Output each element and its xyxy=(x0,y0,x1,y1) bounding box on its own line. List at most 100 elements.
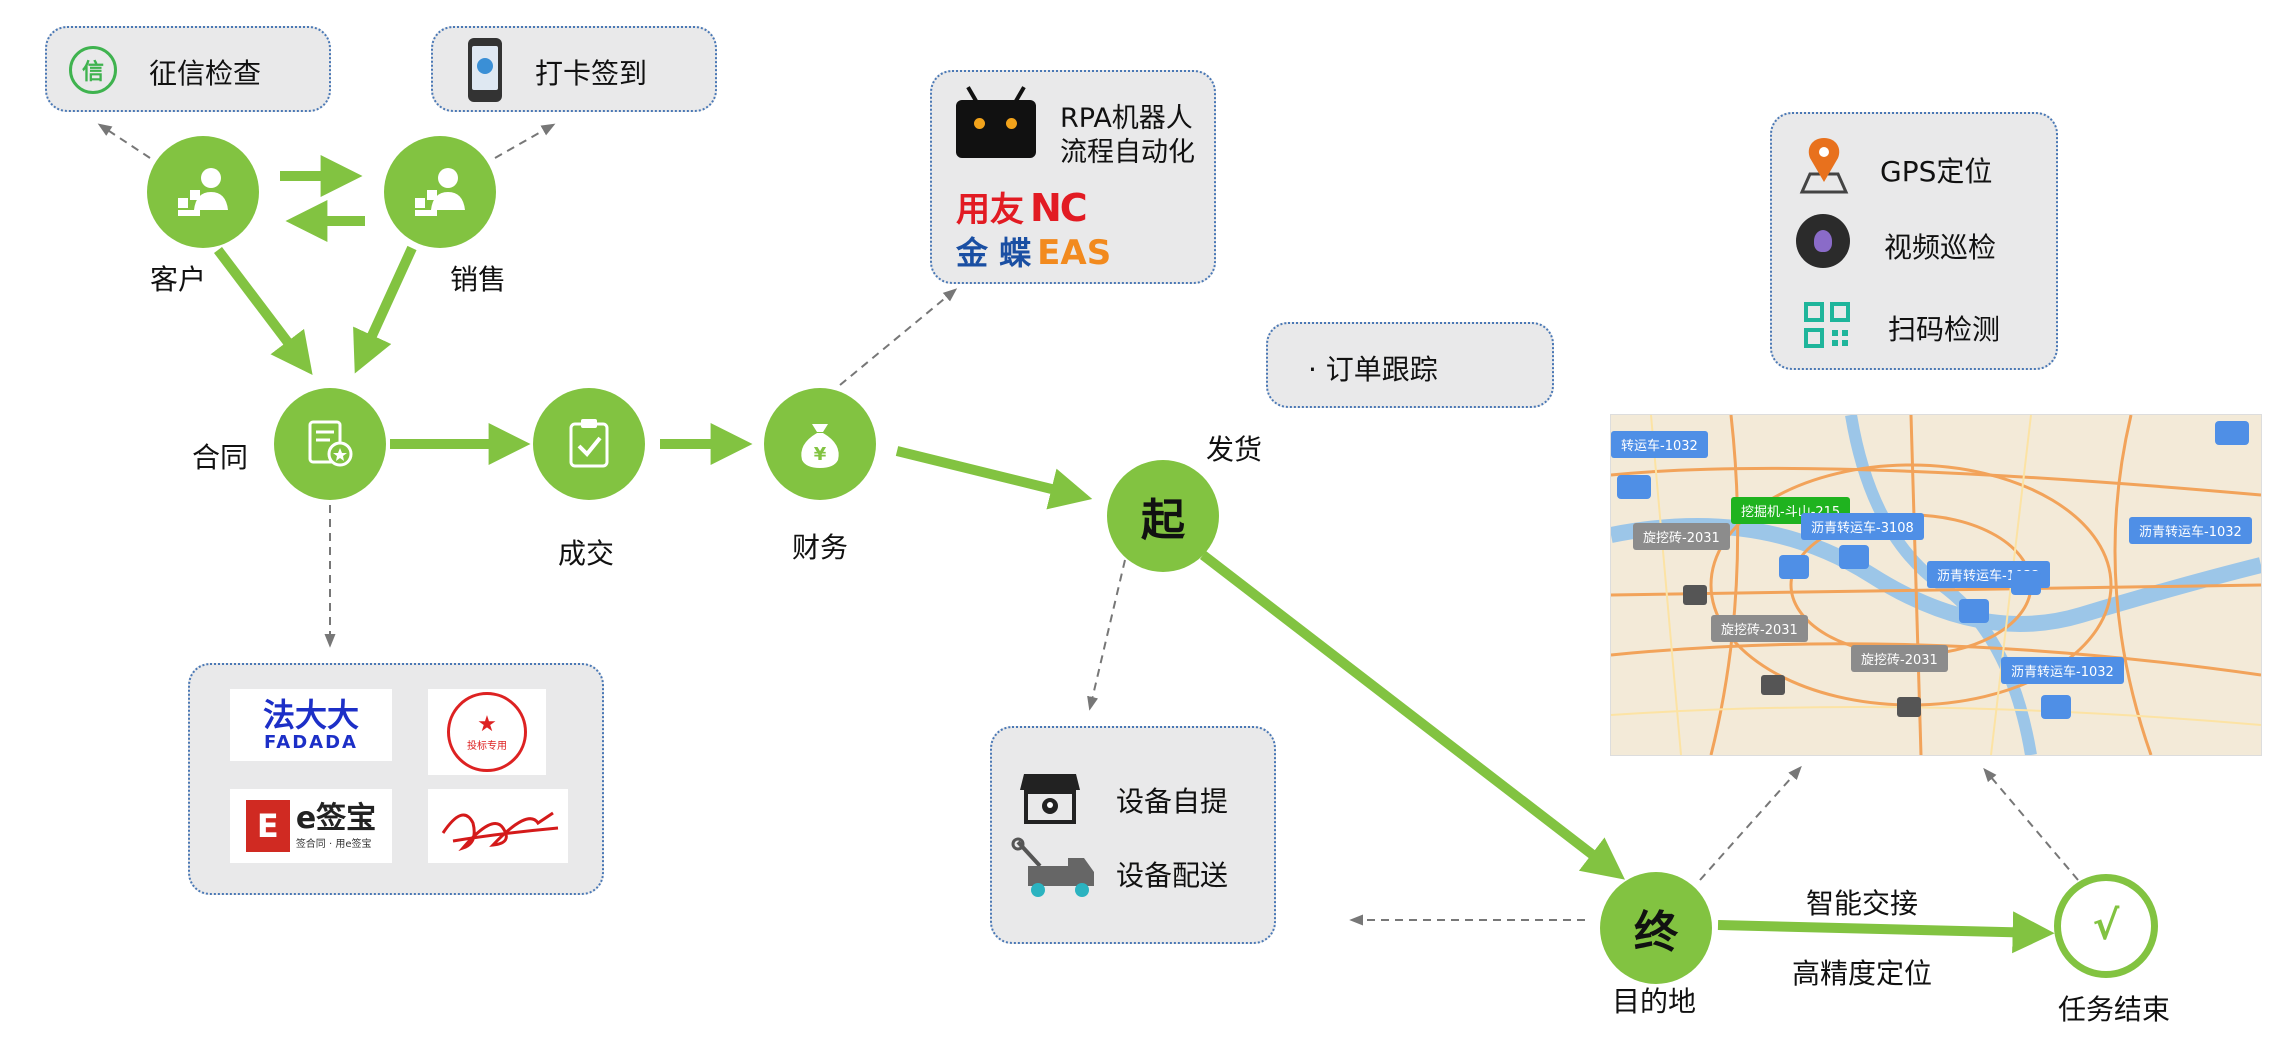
finish-label: 任务结束 xyxy=(2058,993,2171,1026)
credit-check-label: 征信检查 xyxy=(149,57,262,90)
gps-item-video: 视频巡检 xyxy=(1884,231,1997,264)
person-icon xyxy=(178,168,228,216)
esign-main-text: e签宝 xyxy=(295,800,377,836)
vehicle-marker-icon[interactable] xyxy=(2215,421,2249,445)
excavator-marker-icon[interactable] xyxy=(1897,697,1921,717)
end-label: 目的地 xyxy=(1612,985,1697,1018)
delivery-item-pickup: 设备自提 xyxy=(1116,785,1229,818)
start-node: 起 xyxy=(1107,460,1219,572)
map-tag[interactable]: 转运车-1032 xyxy=(1611,431,1708,458)
end-node: 终 xyxy=(1600,872,1712,984)
kingdee-eas-logo: 金 蝶 EAS xyxy=(956,228,1111,274)
start-char: 起 xyxy=(1141,495,1185,546)
sales-node xyxy=(384,136,496,248)
yonyou-nc-text: NC xyxy=(1030,186,1088,230)
money-bag-icon: ¥ xyxy=(801,424,839,468)
dash-customer-to-credit xyxy=(97,123,151,159)
kingdee-cn-text: 金 蝶 xyxy=(956,234,1032,272)
gps-box: GPS定位 视频巡检 扫码检测 xyxy=(1770,112,2058,370)
customer-node xyxy=(147,136,259,248)
start-label: 发货 xyxy=(1206,433,1263,466)
arrow-customer-to-contract xyxy=(214,246,313,376)
end-char: 终 xyxy=(1634,907,1678,958)
positioning-label: 高精度定位 xyxy=(1792,957,1933,990)
finish-node: √ xyxy=(2054,874,2158,978)
tracking-map[interactable]: 转运车-1032 挖掘机-斗山-215 沥青转运车-3108 沥青转运车-103… xyxy=(1610,414,2262,756)
map-tag[interactable]: 旋挖砖-2031 xyxy=(1633,523,1730,550)
vehicle-marker-icon[interactable] xyxy=(1839,545,1869,569)
arrow-sales-to-contract xyxy=(353,245,417,374)
vehicle-marker-icon[interactable] xyxy=(1959,599,1989,623)
signature-image xyxy=(428,789,568,863)
yonyou-nc-logo: 用友 NC xyxy=(956,182,1088,231)
e-sign-box: 法大大 FADADA ★ 投标专用 E e签宝 签合同 · 用e签宝 xyxy=(188,663,604,895)
arrow-finance-to-start xyxy=(895,446,1093,510)
esign-sub-text: 签合同 · 用e签宝 xyxy=(295,838,372,850)
sales-label: 销售 xyxy=(450,263,507,296)
finance-node: ¥ xyxy=(764,388,876,500)
map-tag[interactable]: 旋挖砖-2031 xyxy=(1851,645,1948,672)
credit-check-box: 信 征信检查 xyxy=(45,26,331,112)
phone-icon xyxy=(468,38,502,102)
vehicle-marker-icon[interactable] xyxy=(1617,475,1651,499)
dash-start-to-delivery xyxy=(1087,559,1126,711)
gps-pin-icon xyxy=(1799,138,1849,194)
deal-label: 成交 xyxy=(558,537,615,570)
seal-text: 投标专用 xyxy=(467,740,507,752)
arrow-end-to-finish xyxy=(1717,911,2055,954)
kingdee-eas-text: EAS xyxy=(1037,233,1112,273)
esign-mark-icon: E xyxy=(245,800,290,852)
vehicle-marker-icon[interactable] xyxy=(1779,555,1809,579)
robot-icon xyxy=(956,86,1036,158)
map-tag[interactable]: 沥青转运车-1032 xyxy=(2001,657,2124,684)
rpa-box: RPA机器人 流程自动化 用友 NC 金 蝶 EAS xyxy=(930,70,1216,284)
seal-star-icon: ★ xyxy=(477,711,497,737)
person-icon xyxy=(415,168,465,216)
map-tag[interactable]: 沥青转运车-3108 xyxy=(1801,513,1924,540)
credit-icon: 信 xyxy=(69,46,117,94)
arrow-start-to-end xyxy=(1199,551,1625,880)
deal-node xyxy=(533,388,645,500)
excavator-marker-icon[interactable] xyxy=(1683,585,1707,605)
order-tracking-label: · 订单跟踪 xyxy=(1308,353,1438,386)
dash-end-to-map xyxy=(1699,765,1802,881)
vehicle-marker-icon[interactable] xyxy=(2041,695,2071,719)
dash-finish-to-map xyxy=(1983,767,2079,881)
map-tag[interactable]: 旋挖砖-2031 xyxy=(1711,615,1808,642)
map-tag[interactable]: 沥青转运车-1032 xyxy=(2129,517,2252,544)
vehicle-marker-icon[interactable] xyxy=(2011,571,2041,595)
customer-label: 客户 xyxy=(150,263,207,296)
clipboard-check-icon xyxy=(569,419,609,468)
map-roads xyxy=(1611,415,2261,755)
fadada-logo: 法大大 FADADA xyxy=(230,689,392,761)
yonyou-cn-text: 用友 xyxy=(956,190,1024,230)
rpa-title-line2: 流程自动化 xyxy=(1060,137,1195,168)
excavator-marker-icon[interactable] xyxy=(1761,675,1785,695)
checkin-label: 打卡签到 xyxy=(535,57,648,90)
fadada-cn-text: 法大大 xyxy=(262,695,359,734)
delivery-box: 设备自提 设备配送 xyxy=(990,726,1276,944)
order-tracking-box: · 订单跟踪 xyxy=(1266,322,1554,408)
fadada-en-text: FADADA xyxy=(264,731,358,753)
handwritten-signature-icon xyxy=(441,811,559,852)
qr-code-icon xyxy=(1804,302,1850,348)
video-camera-icon xyxy=(1796,214,1850,268)
finance-label: 财务 xyxy=(792,531,849,564)
delivery-item-ship: 设备配送 xyxy=(1116,859,1229,892)
tow-truck-icon xyxy=(1011,837,1094,897)
seal-logo: ★ 投标专用 xyxy=(428,689,546,775)
contract-node xyxy=(274,388,386,500)
checkin-box: 打卡签到 xyxy=(431,26,717,112)
rpa-title-line1: RPA机器人 xyxy=(1060,103,1193,134)
dash-finance-to-rpa xyxy=(839,288,958,386)
esign-logo: E e签宝 签合同 · 用e签宝 xyxy=(230,789,392,863)
gps-item-location: GPS定位 xyxy=(1880,155,1993,188)
contract-label: 合同 xyxy=(192,441,249,474)
gps-item-scan: 扫码检测 xyxy=(1888,313,2001,346)
svg-text:¥: ¥ xyxy=(814,444,827,465)
finish-char: √ xyxy=(2092,903,2120,949)
handover-label: 智能交接 xyxy=(1806,887,1919,920)
store-pickup-icon xyxy=(1020,774,1080,824)
document-icon xyxy=(308,420,353,467)
